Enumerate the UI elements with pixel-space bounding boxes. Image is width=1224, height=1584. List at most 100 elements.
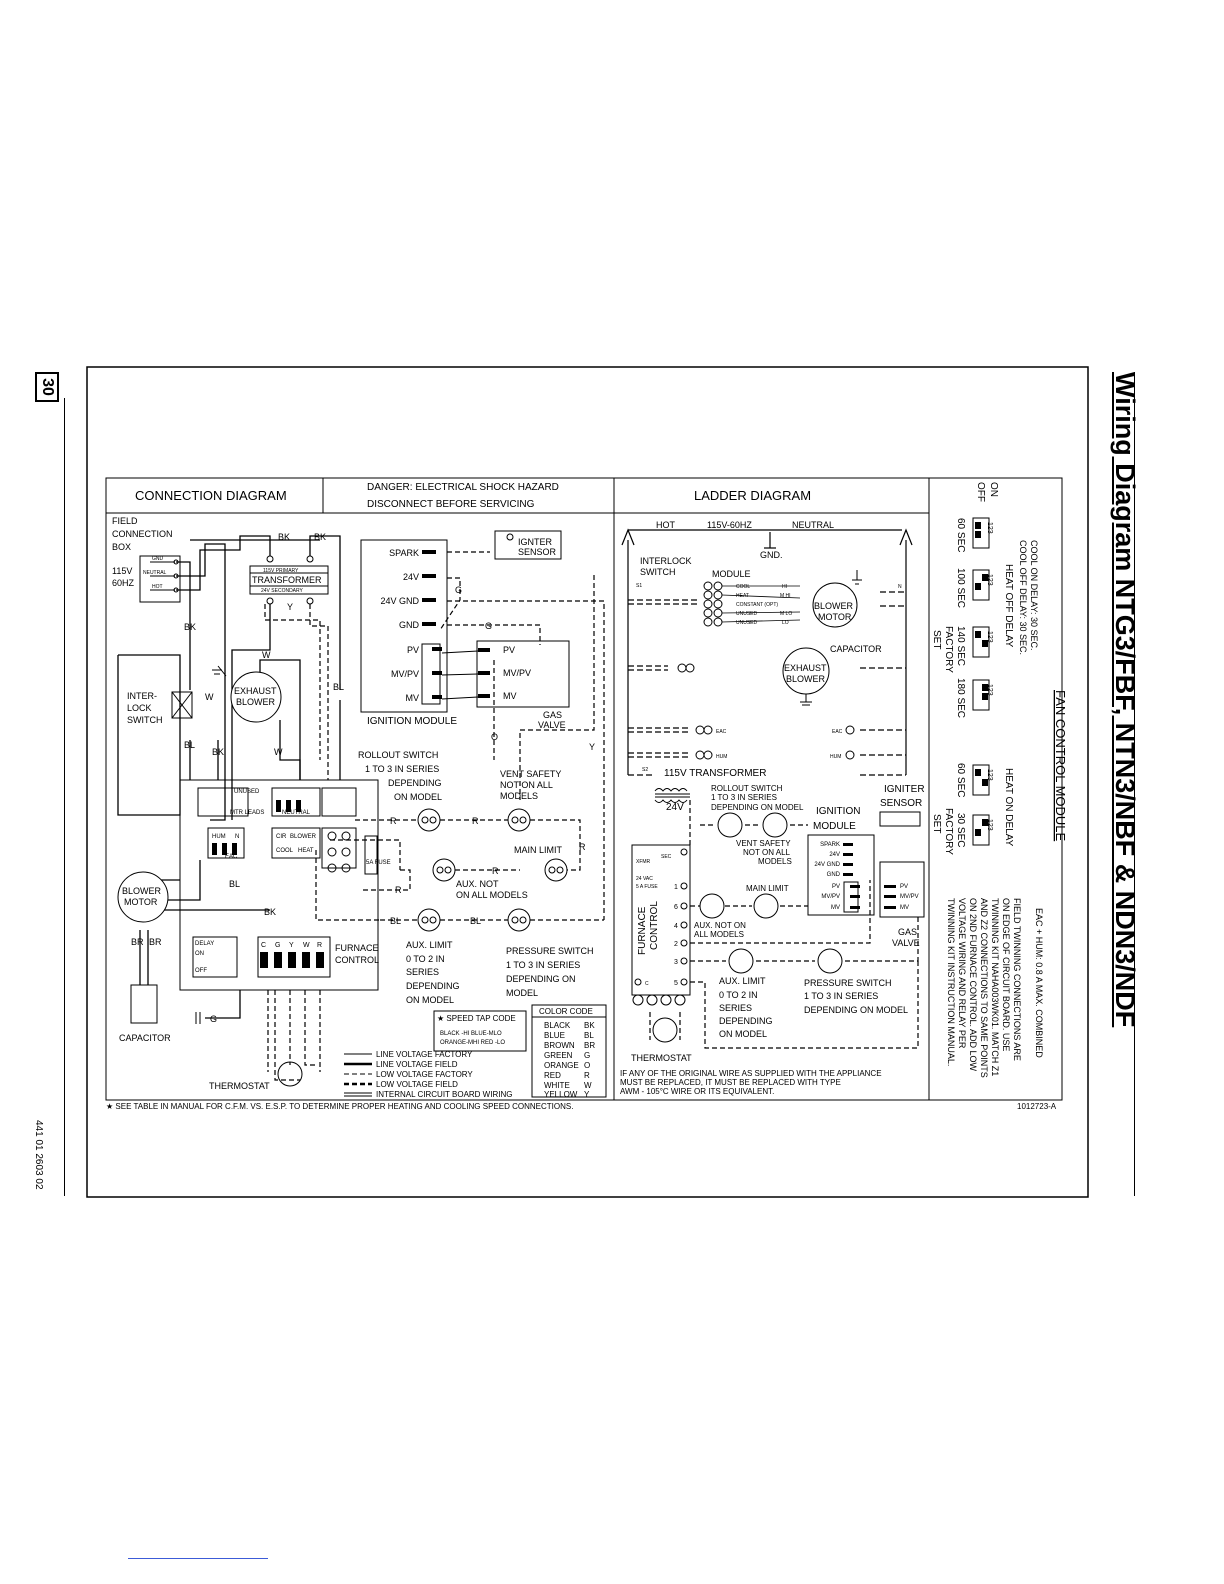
term-g: G bbox=[275, 942, 280, 949]
ign-term-mvpv: MV/PV bbox=[391, 669, 419, 679]
heat-on-delay: HEAT ON DELAY bbox=[1003, 768, 1014, 847]
board-heat: HEAT bbox=[298, 848, 314, 854]
connection-title: CONNECTION DIAGRAM bbox=[135, 488, 287, 503]
fc-num-5: 5 bbox=[674, 980, 678, 987]
ladder-main-limit-switch bbox=[753, 893, 779, 919]
ladder-neutral: NEUTRAL bbox=[792, 520, 834, 530]
dip-switch-heatoff-60 bbox=[972, 517, 990, 549]
ladder-blower-line2: MOTOR bbox=[818, 612, 852, 622]
ladder-aux-not-line1: AUX. NOT ON bbox=[694, 921, 746, 930]
heat-off-60: 60 SEC bbox=[955, 518, 966, 552]
fan-module-on: ON bbox=[988, 482, 999, 497]
wire-tag-r-3: R bbox=[492, 866, 499, 876]
dip-label: 123 bbox=[986, 631, 993, 643]
ign-term-24vgnd: 24V GND bbox=[380, 596, 419, 606]
dip-switch-heaton-60 bbox=[972, 764, 990, 796]
legend-internal-wiring: INTERNAL CIRCUIT BOARD WIRING bbox=[376, 1090, 512, 1099]
term-y: Y bbox=[289, 942, 294, 949]
heat-on-30: 30 SEC bbox=[955, 813, 966, 847]
ladder-note-line3: AWM - 105°C WIRE OR ITS EQUIVALENT. bbox=[620, 1087, 774, 1096]
thermostat-label: THERMOSTAT bbox=[209, 1081, 270, 1091]
gv-term-pv: PV bbox=[503, 645, 515, 655]
board-neutral: NEUTRAL bbox=[282, 810, 311, 816]
ign-term-mv: MV bbox=[406, 693, 420, 703]
twinning-line6: VOLTAGE WIRING AND RELAY PER bbox=[957, 898, 967, 1049]
right-rule bbox=[1134, 372, 1135, 1196]
ladder-aux-limit-line2: 0 TO 2 IN bbox=[719, 990, 758, 1000]
module-cool: COOL bbox=[736, 584, 750, 590]
board-mtr-leads: MTR LEADS bbox=[230, 810, 264, 816]
color-abbr: W bbox=[584, 1081, 592, 1090]
wire-tag-bl-5: BL bbox=[470, 916, 481, 926]
ladder-pressure-line3: DEPENDING ON MODEL bbox=[804, 1005, 908, 1015]
vent-safety-line2: NOT ON ALL bbox=[500, 780, 553, 790]
supply-voltage: 115V bbox=[112, 566, 132, 576]
twinning-line5: ON 2ND FURNACE CONTROL. ADD LOW bbox=[968, 898, 978, 1072]
furnace-control-line1: FURNACE bbox=[335, 943, 379, 953]
color-name: WHITE bbox=[544, 1081, 570, 1090]
board-fuse: 5A FUSE bbox=[366, 860, 391, 866]
fc-xfmr: XFMR bbox=[636, 859, 651, 865]
wire-tag-w-3: W bbox=[274, 747, 283, 757]
term-c: C bbox=[261, 942, 266, 949]
ign-term-spark: SPARK bbox=[389, 548, 419, 558]
term-r: R bbox=[317, 942, 322, 949]
ladder-exhaust-line2: BLOWER bbox=[786, 674, 826, 684]
module-unused-2: UNUSED bbox=[736, 620, 758, 626]
aux-limit-line4: DEPENDING bbox=[406, 981, 460, 991]
wire-tag-br-2: BR bbox=[149, 937, 162, 947]
ladder-pressure-switch bbox=[817, 948, 843, 974]
left-rule bbox=[64, 398, 65, 1196]
heat-off-140: 140 SEC bbox=[955, 626, 966, 666]
ladder-ign-pv: PV bbox=[832, 884, 840, 890]
ladder-vent-line1: VENT SAFETY bbox=[736, 839, 791, 848]
pressure-switch bbox=[507, 908, 531, 932]
wire-tag-bl-4: BL bbox=[390, 916, 401, 926]
capacitor-label: CAPACITOR bbox=[119, 1033, 171, 1043]
rollout-line2: 1 TO 3 IN SERIES bbox=[365, 764, 439, 774]
ladder-ign-spark: SPARK bbox=[820, 842, 840, 848]
ladder-aux-limit-line3: SERIES bbox=[719, 1003, 752, 1013]
wire-tag-r-1: R bbox=[390, 816, 397, 826]
aux-not-line1: AUX. NOT bbox=[456, 879, 499, 889]
heat-on-factory: FACTORY bbox=[943, 808, 954, 855]
ign-term-pv: PV bbox=[407, 645, 419, 655]
ladder-pressure-line1: PRESSURE SWITCH bbox=[804, 978, 892, 988]
speed-tap-row2: ORANGE-MHI RED -LO bbox=[440, 1040, 505, 1046]
twinning-line1: FIELD TWINNING CONNECTIONS ARE bbox=[1012, 898, 1022, 1061]
ladder-note-line1: IF ANY OF THE ORIGINAL WIRE AS SUPPLIED … bbox=[620, 1069, 882, 1078]
color-abbr: O bbox=[584, 1061, 590, 1070]
color-abbr: BL bbox=[584, 1031, 594, 1040]
dip-label: 123 bbox=[986, 819, 993, 831]
color-name: GREEN bbox=[544, 1051, 573, 1060]
ladder-exhaust-line1: EXHAUST bbox=[784, 663, 827, 673]
ladder-vent-line3: MODELS bbox=[758, 857, 792, 866]
field-box-line1: FIELD bbox=[112, 516, 138, 526]
pressure-line2: 1 TO 3 IN SERIES bbox=[506, 960, 580, 970]
wire-tag-o: O bbox=[491, 732, 498, 742]
pressure-line3: DEPENDING ON bbox=[506, 974, 576, 984]
board-eac: EAC bbox=[225, 854, 238, 860]
ladder-gnd: GND. bbox=[760, 550, 783, 560]
interlock-line3: SWITCH bbox=[127, 715, 163, 725]
ladder-aux-limit-line5: ON MODEL bbox=[719, 1029, 767, 1039]
ladder-thermostat: THERMOSTAT bbox=[631, 1053, 692, 1063]
ladder-hum-right: HUM bbox=[830, 754, 841, 760]
aux-limit-line1: AUX. LIMIT bbox=[406, 940, 453, 950]
ladder-gv-mvpv: MV/PV bbox=[900, 894, 919, 900]
ladder-blower-line1: BLOWER bbox=[814, 601, 854, 611]
gv-term-mvpv: MV/PV bbox=[503, 668, 531, 678]
igniter-line2: SENSOR bbox=[518, 547, 557, 557]
speed-mhi: M HI bbox=[780, 593, 791, 599]
ladder-eac-right: EAC bbox=[832, 729, 843, 735]
module-unused-1: UNUSED bbox=[736, 611, 758, 617]
wire-tag-w-2: W bbox=[205, 692, 214, 702]
ladder-eac-left: EAC bbox=[716, 729, 727, 735]
wire-tag-bk-2: BK bbox=[184, 622, 196, 632]
field-box-line2: CONNECTION bbox=[112, 529, 173, 539]
twinning-line4: AND Z2 CONNECTIONS TO SAME POINTS bbox=[979, 898, 989, 1078]
main-limit-label: MAIN LIMIT bbox=[514, 845, 563, 855]
color-name: ORANGE bbox=[544, 1061, 579, 1070]
board-off: OFF bbox=[195, 968, 207, 974]
blower-motor-line2: MOTOR bbox=[124, 897, 158, 907]
